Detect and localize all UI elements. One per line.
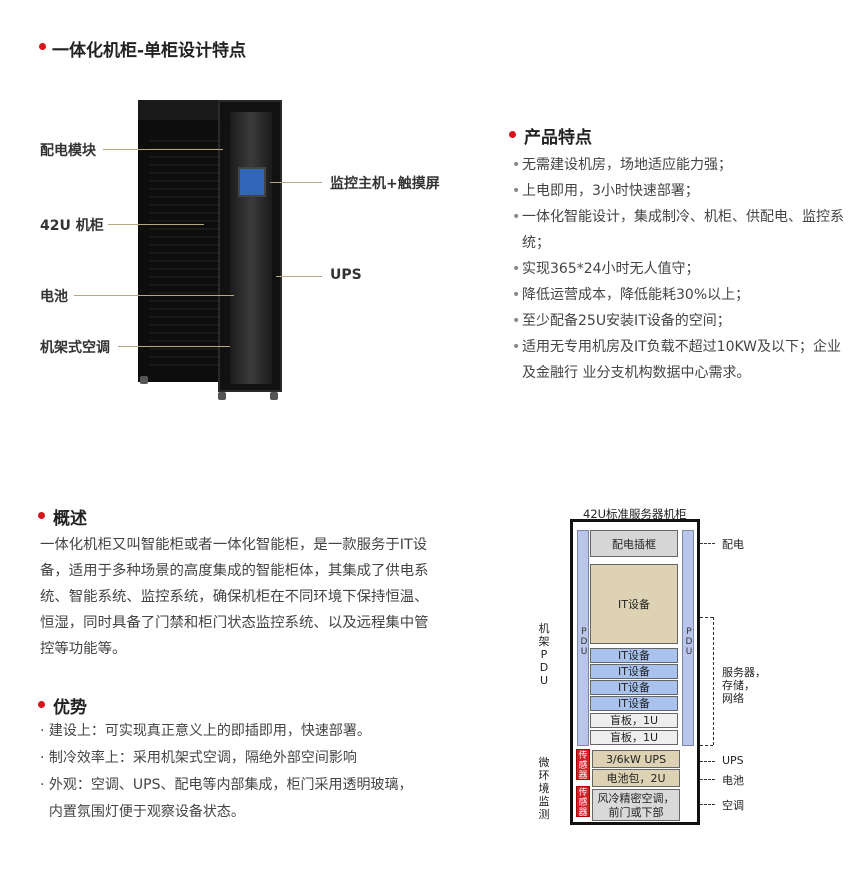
- section-bullet-icon: [509, 131, 516, 138]
- rack-unit-it: IT设备: [590, 696, 678, 711]
- advantages-list: · 建设上：可实现真正意义上的即插即用，快速部署。 · 制冷效率上：采用机架式空…: [40, 718, 460, 826]
- advantage-item: · 外观：空调、UPS、配电等内部集成，柜门采用透明玻璃，: [40, 777, 413, 793]
- sensor-block: 传感器: [576, 786, 590, 818]
- cabinet-vent: [150, 140, 220, 372]
- rack-unit-ac-line: 风冷精密空调，: [597, 792, 675, 805]
- overview-text: 一体化机柜又叫智能柜或者一体化智能柜，是一款服务于IT设备，适用于多种场景的高度…: [40, 537, 429, 657]
- label-leader: [700, 779, 715, 780]
- rack-unit-ups: 3/6kW UPS: [592, 750, 680, 768]
- section-title-design: 一体化机柜-单柜设计特点: [52, 41, 247, 61]
- callout-line: [108, 224, 204, 225]
- feature-item: •上电即用，3小时快速部署；: [512, 183, 699, 199]
- label-servers-line: 网络: [722, 692, 744, 705]
- feature-item: •至少配备25U安装IT设备的空间；: [512, 313, 731, 329]
- label-leader: [700, 745, 713, 746]
- feature-text: 一体化智能设计，集成制冷、机柜、供配电、监控系统；: [522, 209, 844, 251]
- rack-unit-ac: 风冷精密空调， 前门或下部: [592, 789, 680, 821]
- cabinet-foot: [270, 392, 278, 400]
- advantages-title: 优势: [53, 698, 87, 718]
- callout-line: [118, 346, 230, 347]
- label-leader: [700, 804, 715, 805]
- label-battery: 电池: [722, 774, 744, 787]
- environment-monitoring-label: 微环境监测: [538, 756, 550, 821]
- label-servers-line: 服务器，: [722, 666, 766, 679]
- feature-text: 实现365*24小时无人值守；: [522, 261, 700, 277]
- section-bullet-icon: [38, 512, 45, 519]
- rack-unit-it: IT设备: [590, 680, 678, 695]
- cabinet-foot: [218, 392, 226, 400]
- rack-title: 42U标准服务器机柜: [583, 507, 687, 521]
- rack-unit-battery: 电池包，2U: [592, 769, 680, 787]
- rack-unit-blank: 盲板，1U: [590, 730, 678, 745]
- callout-line: [270, 182, 322, 183]
- label-ac: 空调: [722, 799, 744, 812]
- cabinet-glass-panel: [230, 112, 272, 384]
- callout-line: [74, 295, 234, 296]
- callout-power-module: 配电模块: [40, 143, 96, 159]
- rack-pdu-side-label: 机架PDU: [538, 622, 550, 687]
- label-ups: UPS: [722, 754, 744, 767]
- label-bracket: [713, 617, 714, 745]
- pdu-left: PDU: [577, 530, 589, 746]
- feature-item: •无需建设机房，场地适应能力强；: [512, 157, 732, 173]
- rack-unit-it: IT设备: [590, 648, 678, 663]
- feature-item: •适用无专用机房及IT负载不超过10KW及以下；企业及金融行 业分支机构数据中心…: [512, 339, 842, 381]
- feature-text: 适用无专用机房及IT负载不超过10KW及以下；企业及金融行 业分支机构数据中心需…: [522, 339, 842, 381]
- callout-ups: UPS: [330, 267, 362, 283]
- section-bullet-icon: [38, 701, 45, 708]
- rack-unit-patch-panel: 配电插框: [590, 530, 678, 557]
- touchscreen-icon: [238, 167, 266, 197]
- feature-item: •实现365*24小时无人值守；: [512, 261, 700, 277]
- callout-monitor-host: 监控主机+触摸屏: [330, 176, 440, 192]
- callout-42u-cabinet: 42U 机柜: [40, 218, 104, 234]
- section-bullet-icon: [39, 43, 46, 50]
- advantage-item: · 建设上：可实现真正意义上的即插即用，快速部署。: [40, 723, 371, 739]
- label-leader: [700, 543, 715, 544]
- label-servers-line: 存储，: [722, 679, 755, 692]
- feature-item: •降低运营成本，降低能耗30%以上；: [512, 287, 750, 303]
- label-power: 配电: [722, 538, 744, 551]
- rack-unit-blank: 盲板，1U: [590, 713, 678, 728]
- feature-text: 降低运营成本，降低能耗30%以上；: [522, 287, 750, 303]
- rack-unit-it: IT设备: [590, 664, 678, 679]
- callout-battery: 电池: [40, 289, 68, 305]
- rack-unit-ac-line: 前门或下部: [608, 806, 664, 819]
- overview-title: 概述: [53, 509, 87, 529]
- feature-text: 至少配备25U安装IT设备的空间；: [522, 313, 731, 329]
- feature-text: 上电即用，3小时快速部署；: [522, 183, 699, 199]
- callout-rack-ac: 机架式空调: [40, 340, 110, 356]
- advantage-item: 内置氛围灯便于观察设备状态。: [40, 804, 245, 820]
- label-leader: [700, 617, 713, 618]
- callout-line: [276, 276, 322, 277]
- label-leader: [700, 761, 715, 762]
- features-list: •无需建设机房，场地适应能力强； •上电即用，3小时快速部署； •一体化智能设计…: [512, 152, 847, 386]
- advantage-item: · 制冷效率上：采用机架式空调，隔绝外部空间影响: [40, 750, 357, 766]
- feature-text: 无需建设机房，场地适应能力强；: [522, 157, 732, 173]
- pdu-right: PDU: [682, 530, 694, 746]
- rack-unit-it-large: IT设备: [590, 564, 678, 644]
- cabinet-foot: [140, 376, 148, 384]
- label-servers: 服务器， 存储， 网络: [722, 666, 766, 705]
- pdu-label: PDU: [685, 627, 693, 657]
- sensor-block: 传感器: [576, 749, 590, 781]
- feature-item: •一体化智能设计，集成制冷、机柜、供配电、监控系统；: [512, 209, 844, 251]
- callout-line: [103, 149, 223, 150]
- pdu-label: PDU: [580, 627, 588, 657]
- features-title: 产品特点: [524, 128, 592, 148]
